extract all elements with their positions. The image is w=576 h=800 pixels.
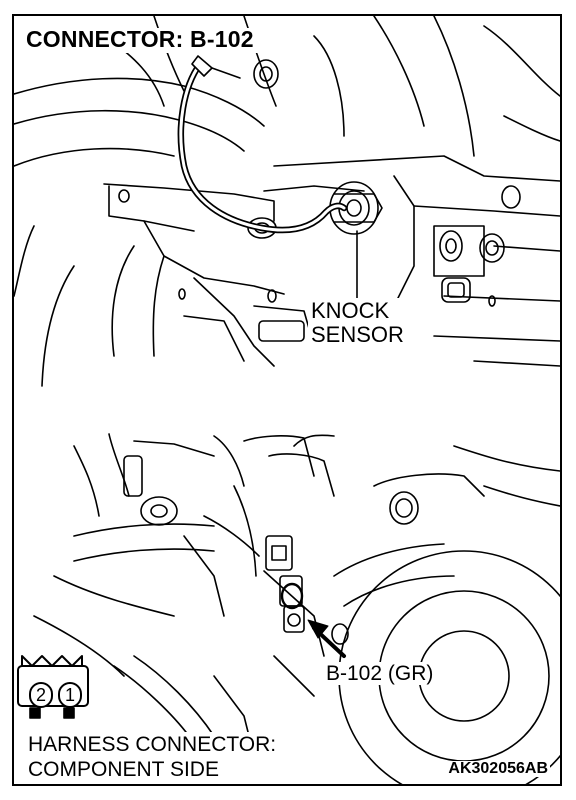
- connector-pin-1: 1: [58, 682, 82, 708]
- harness-caption-line2: COMPONENT SIDE: [28, 758, 219, 781]
- arrow-icon: [307, 619, 346, 658]
- harness-connector-caption: HARNESS CONNECTOR: COMPONENT SIDE: [26, 732, 279, 782]
- knock-sensor-harness: [177, 55, 348, 234]
- top-engine-drawing: [14, 16, 560, 387]
- figure-code: AK302056AB: [446, 760, 550, 777]
- harness-caption-line1: HARNESS CONNECTOR:: [28, 733, 277, 756]
- knock-sensor-label-line1: KNOCK: [311, 298, 390, 323]
- connector-callout: B-102 (GR): [323, 662, 437, 685]
- diagram-frame: CONNECTOR: B-102 KNOCK SENSOR B-102 (GR)…: [12, 14, 562, 786]
- connector-pin-2: 2: [29, 682, 53, 708]
- knock-sensor-label-line2: SENSOR: [311, 322, 404, 347]
- connector-title: CONNECTOR: B-102: [24, 28, 258, 53]
- engine-illustration: [14, 16, 560, 784]
- knock-sensor-label: KNOCK SENSOR: [308, 298, 407, 348]
